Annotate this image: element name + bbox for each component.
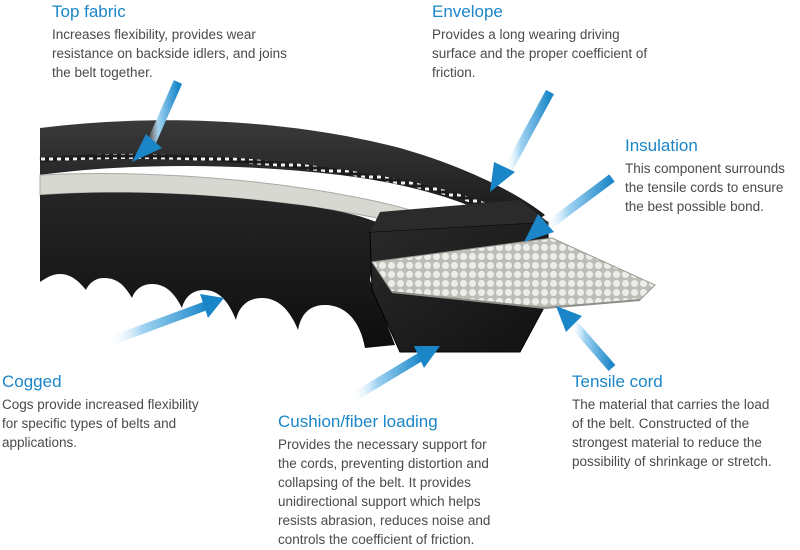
belt-cord-edge-line: [391, 291, 641, 310]
belt-envelope-face: [370, 200, 548, 232]
callout-description: The material that carries the load of th…: [572, 397, 772, 469]
callout-title: Cogged: [2, 372, 62, 391]
callout-envelope: Envelope Provides a long wearing driving…: [432, 2, 692, 82]
callout-cogged: Cogged Cogs provide increased flexibilit…: [2, 372, 232, 452]
arrow-cogged: [106, 294, 224, 347]
callout-title: Top fabric: [52, 2, 126, 21]
belt-cogged-body: [40, 192, 395, 348]
callout-description: Increases flexibility, provides wear res…: [52, 27, 287, 80]
callout-insulation: Insulation This component surrounds the …: [625, 136, 800, 216]
callout-description: Cogs provide increased flexibility for s…: [2, 397, 199, 450]
arrow-insulation: [524, 174, 615, 242]
arrow-envelope: [490, 89, 554, 192]
callout-tensile-cord: Tensile cord The material that carries t…: [572, 372, 798, 471]
belt-top-stitch-line: [39, 153, 517, 221]
callout-description: Provides the necessary support for the c…: [278, 437, 491, 547]
callout-title: Cushion/fiber loading: [278, 412, 438, 431]
callout-cushion-fiber-loading: Cushion/fiber loading Provides the neces…: [278, 412, 538, 549]
callout-title: Insulation: [625, 136, 698, 155]
belt-top-fabric: [40, 120, 545, 232]
callout-top-fabric: Top fabric Increases flexibility, provid…: [52, 2, 352, 82]
arrow-top-fabric: [132, 80, 183, 162]
callout-description: This component surrounds the tensile cor…: [625, 161, 785, 214]
arrow-tensile-cord: [556, 306, 616, 371]
callout-title: Tensile cord: [572, 372, 663, 391]
callout-title: Envelope: [432, 2, 503, 21]
arrow-cushion: [349, 346, 440, 402]
callout-description: Provides a long wearing driving surface …: [432, 27, 648, 80]
